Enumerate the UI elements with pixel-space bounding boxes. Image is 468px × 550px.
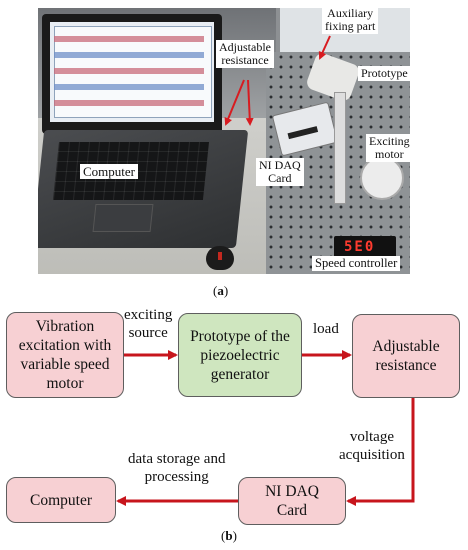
arrow-resistance-to-daq [346,398,415,506]
caption-b: (b) [221,528,237,543]
edge-label-data-storage: data storage and processing [128,451,226,485]
box-prototype-generator-text: Prototype of the piezoelectric generator [190,327,290,383]
screen-waveform [54,68,204,74]
box-ni-daq-card: NI DAQ Card [238,477,346,525]
box-adjustable-resistance-text: Adjustable resistance [372,338,440,374]
auxiliary-pointer [318,35,331,60]
prototype-rod [334,92,346,204]
caption-b-letter: b [225,528,233,543]
screen-waveform [54,52,204,58]
caption-a: (a) [213,283,229,298]
caption-a-letter: a [217,283,224,298]
label-auxiliary-fixing-part: Auxiliary fixing part [322,6,379,34]
label-speed-controller: Speed controller [312,256,401,271]
screen-waveform [54,84,204,90]
label-computer: Computer [80,164,138,179]
box-adjustable-resistance: Adjustable resistance [352,314,460,398]
speed-controller-device [334,236,396,258]
screen-software-window [50,22,214,122]
resistance-pointer [224,79,245,126]
box-prototype-generator: Prototype of the piezoelectric generator [178,313,302,397]
box-vibration-excitation-text: Vibration excitation with variable speed… [18,318,112,392]
mouse-device [206,246,234,270]
box-computer: Computer [6,477,116,523]
label-prototype: Prototype [358,66,411,81]
laptop-screen [42,14,222,134]
edge-label-voltage-acquisition: voltage acquisition [339,429,405,463]
edge-label-exciting-source: exciting source [124,307,173,341]
box-computer-text: Computer [30,491,92,509]
box-vibration-excitation: Vibration excitation with variable speed… [6,312,124,398]
screen-waveform [54,36,204,42]
speed-controller-display: 5E0 [344,239,376,255]
screen-waveform [54,100,204,106]
label-ni-daq-card: NI DAQ Card [256,158,304,186]
box-ni-daq-card-text: NI DAQ Card [265,483,319,519]
label-adjustable-resistance: Adjustable resistance [216,40,274,68]
label-exciting-motor: Exciting motor [366,134,413,162]
edge-label-load: load [313,321,339,337]
resistance-pointer [245,79,254,126]
